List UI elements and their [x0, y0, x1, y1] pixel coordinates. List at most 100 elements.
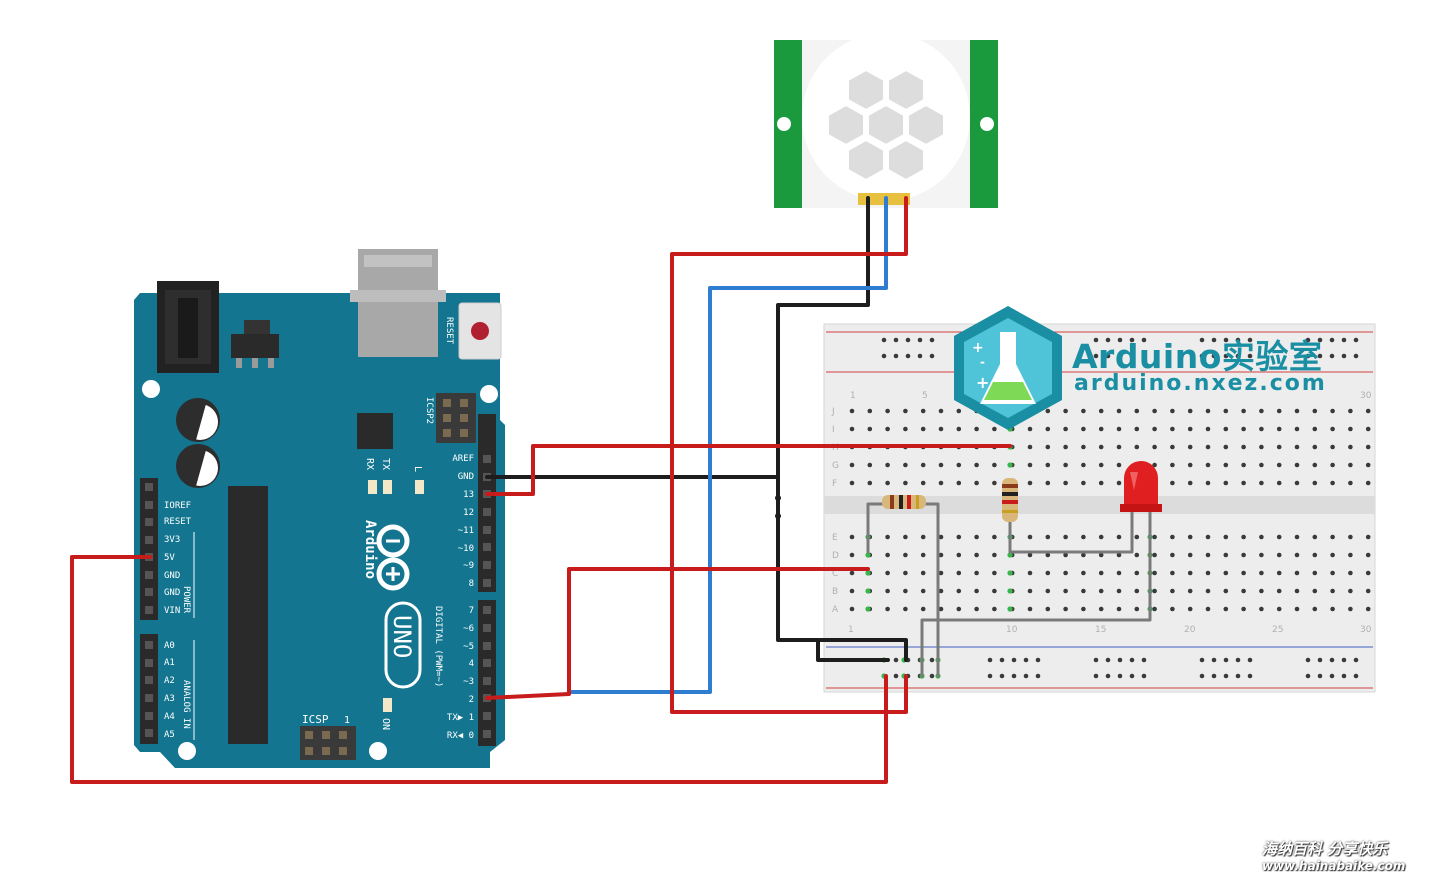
breadboard-hole — [974, 552, 979, 558]
breadboard-hole — [1294, 408, 1300, 414]
breadboard-hole — [1170, 426, 1175, 432]
pin-label-11: ~11 — [458, 526, 474, 536]
icsp2-label: ICSP2 — [424, 397, 434, 424]
pin-label-0: RX◀ 0 — [447, 731, 474, 741]
l-label: L — [412, 466, 423, 472]
breadboard-hole — [1365, 552, 1371, 558]
breadboard-hole — [1027, 426, 1033, 432]
breadboard-rail-hole — [1141, 337, 1147, 343]
breadboard-hole — [1098, 444, 1104, 450]
breadboard-rail-hole — [1329, 337, 1335, 343]
wires — [70, 196, 1152, 784]
tx-label: TX — [380, 458, 391, 470]
col-number-1: 1 — [850, 391, 856, 401]
breadboard-rail-hole — [1117, 337, 1123, 343]
breadboard-hole — [1259, 462, 1264, 468]
breadboard-hole — [1294, 426, 1300, 432]
breadboard-hole — [938, 534, 944, 540]
breadboard-hole — [885, 426, 890, 432]
breadboard-rail-hole — [905, 353, 911, 359]
breadboard-hole — [1098, 606, 1104, 612]
atmega-chip — [228, 486, 268, 744]
breadboard-rail-hole — [1317, 673, 1323, 679]
header-socket — [483, 659, 491, 667]
breadboard-rail-hole — [1341, 673, 1347, 679]
breadboard-active-hole — [1007, 462, 1013, 468]
breadboard-hole — [1116, 426, 1122, 432]
breadboard-hole — [920, 408, 926, 414]
breadboard-hole — [1294, 606, 1300, 612]
breadboard-hole — [867, 462, 873, 468]
col-number-10: 10 — [1006, 625, 1018, 635]
breadboard-rail-hole — [1223, 673, 1229, 679]
power-header — [140, 478, 158, 620]
breadboard-hole — [1081, 552, 1086, 558]
svg-text:+: + — [976, 373, 989, 392]
breadboard-hole — [1365, 426, 1371, 432]
breadboard-hole — [1223, 408, 1229, 414]
breadboard-hole — [1187, 462, 1193, 468]
breadboard-hole — [1330, 480, 1335, 486]
breadboard-hole — [1170, 534, 1175, 540]
breadboard-hole — [1098, 588, 1104, 594]
pin-label-gnd1: GND — [164, 571, 180, 581]
breadboard-hole — [849, 606, 855, 612]
breadboard-hole — [920, 534, 926, 540]
breadboard-hole — [1063, 426, 1068, 432]
breadboard-hole — [1027, 534, 1033, 540]
breadboard-hole — [938, 606, 944, 612]
breadboard-hole — [938, 426, 944, 432]
breadboard-rail-hole — [1305, 337, 1311, 343]
header-socket — [483, 677, 491, 685]
breadboard-rail-hole — [1353, 337, 1359, 343]
resistor — [882, 495, 926, 509]
breadboard-rail-hole — [1353, 673, 1359, 679]
row-letter-a: A — [832, 605, 839, 615]
breadboard-rail-hole — [893, 337, 899, 343]
breadboard-hole — [1170, 588, 1175, 594]
row-letter-b: B — [832, 587, 838, 597]
breadboard-hole — [1170, 462, 1175, 468]
breadboard-rail-hole — [1305, 353, 1311, 359]
breadboard-rail-hole — [929, 673, 935, 679]
breadboard-hole — [1365, 588, 1371, 594]
reset-button[interactable] — [458, 302, 502, 360]
breadboard-hole — [885, 408, 890, 414]
breadboard-hole — [974, 588, 979, 594]
pin-label-vin: VIN — [164, 606, 180, 616]
left-pin-sockets — [145, 483, 153, 737]
col-number-1-bottom: 1 — [848, 625, 854, 635]
breadboard-rail-hole — [1305, 673, 1311, 679]
row-letter-d: D — [832, 551, 839, 561]
header-socket — [145, 483, 153, 491]
breadboard-rail-hole — [1105, 337, 1111, 343]
breadboard-hole — [974, 534, 979, 540]
breadboard-hole — [1259, 588, 1264, 594]
breadboard-rail-hole — [893, 657, 899, 663]
breadboard-hole — [1063, 570, 1068, 576]
breadboard-hole — [920, 552, 926, 558]
breadboard-rail-hole — [1317, 353, 1323, 359]
pin-label-aref: AREF — [452, 454, 474, 464]
breadboard-rail-hole — [1093, 353, 1099, 359]
breadboard-rail-hole — [1141, 673, 1147, 679]
breadboard-rail-hole — [1353, 353, 1359, 359]
breadboard-hole — [974, 606, 979, 612]
pin-label-9: ~9 — [463, 561, 474, 571]
breadboard-hole — [1223, 426, 1229, 432]
breadboard-hole — [1241, 426, 1246, 432]
wire-led-gnd — [920, 508, 1152, 678]
wire-pir-vcc — [670, 196, 908, 714]
breadboard-hole — [1312, 426, 1318, 432]
breadboard-hole — [849, 552, 855, 558]
breadboard-hole — [1241, 462, 1246, 468]
breadboard-hole — [1063, 534, 1068, 540]
breadboard-hole — [903, 588, 908, 594]
breadboard-rail-hole — [1011, 657, 1017, 663]
breadboard-hole — [885, 552, 890, 558]
breadboard-hole — [1027, 480, 1033, 486]
breadboard-hole — [1170, 408, 1175, 414]
breadboard-hole — [885, 534, 890, 540]
breadboard-hole — [1294, 480, 1300, 486]
breadboard-hole — [849, 462, 855, 468]
